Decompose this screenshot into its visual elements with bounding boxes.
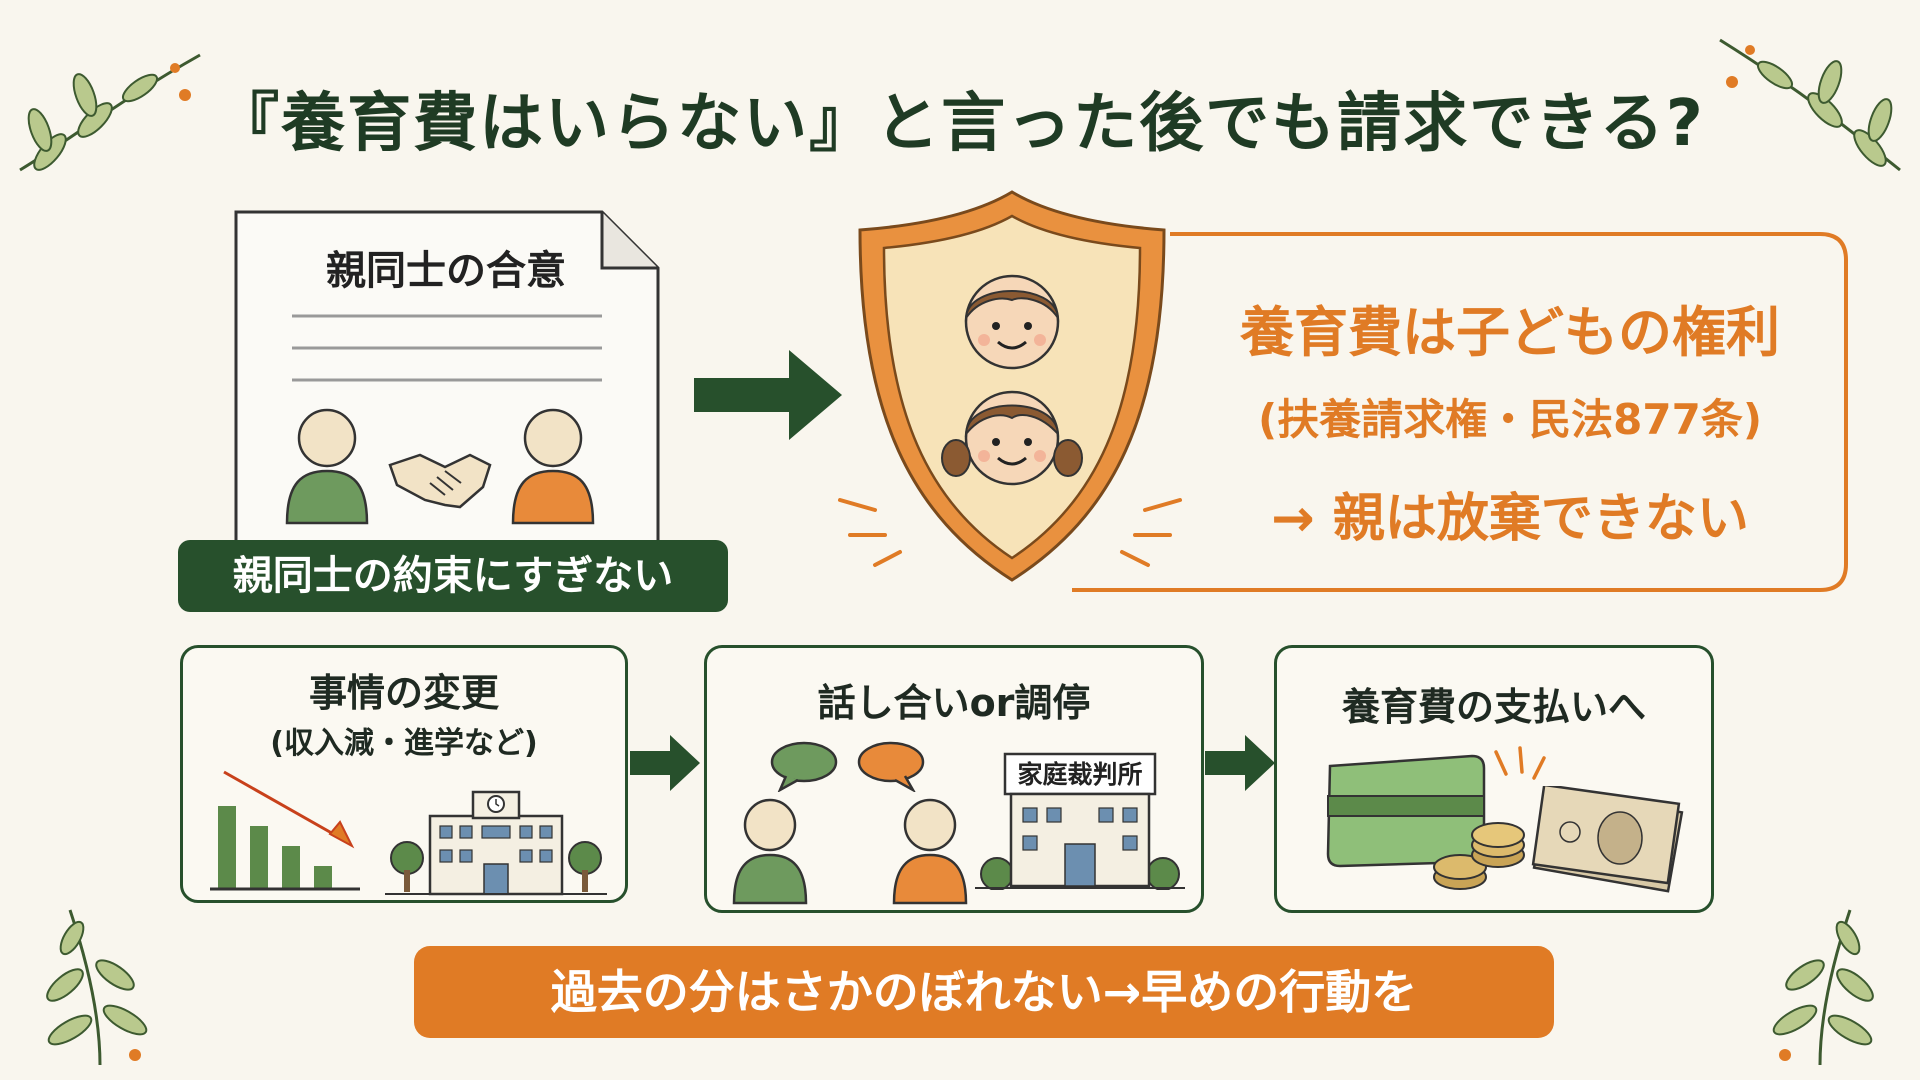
document-title: 親同士の合意 [326, 248, 566, 294]
courthouse-icon: 家庭裁判所 [975, 752, 1185, 890]
speech-bubble-icon [770, 741, 838, 792]
leaf-sprig-icon [1772, 909, 1874, 1066]
arrow-right-icon [1205, 735, 1275, 791]
callout-conclusion: → 親は放棄できない [1271, 489, 1749, 549]
step-title: 話し合いor調停 [817, 681, 1091, 725]
shine-rays [838, 498, 1182, 567]
agreement-label: 親同士の約束にすぎない [178, 540, 728, 612]
arrow-right-icon [694, 350, 842, 440]
person-figure-icon [892, 798, 968, 905]
banknote-icon [1531, 786, 1684, 893]
leaf-sprig-icon [1719, 38, 1901, 172]
step-title: 養育費の支払いへ [1341, 685, 1646, 729]
callout-frame [1072, 232, 1848, 592]
child-face-icon [964, 274, 1060, 370]
step-title: 事情の変更 [308, 671, 499, 715]
wallet-icon [1326, 754, 1486, 868]
handshake-icon [388, 453, 492, 509]
person-figure-icon [732, 798, 808, 905]
courthouse-sign: 家庭裁判所 [1017, 760, 1142, 789]
footer-banner: 過去の分はさかのぼれない→早めの行動を [414, 946, 1554, 1038]
parent-figure-icon [285, 408, 369, 525]
sparkle-lines [1494, 746, 1546, 780]
shield-icon [858, 190, 1166, 582]
leaf-sprig-icon [19, 53, 201, 172]
child-face-icon [941, 390, 1083, 486]
page-title: 『養育費はいらない』と言った後でも請求できる? [215, 87, 1705, 161]
speech-bubble-icon [857, 741, 925, 792]
parent-figure-icon [511, 408, 595, 525]
step-subtitle: (収入減・進学など) [270, 726, 538, 761]
coins-icon [1433, 822, 1525, 890]
school-building-icon [385, 790, 607, 896]
arrow-right-icon [630, 735, 700, 791]
bar-chart-down-icon [210, 770, 360, 891]
leaf-sprig-icon [46, 909, 148, 1066]
callout-sub-text: (扶養請求権・民法877条) [1257, 395, 1763, 444]
callout-main-text: 養育費は子どもの権利 [1240, 301, 1780, 364]
